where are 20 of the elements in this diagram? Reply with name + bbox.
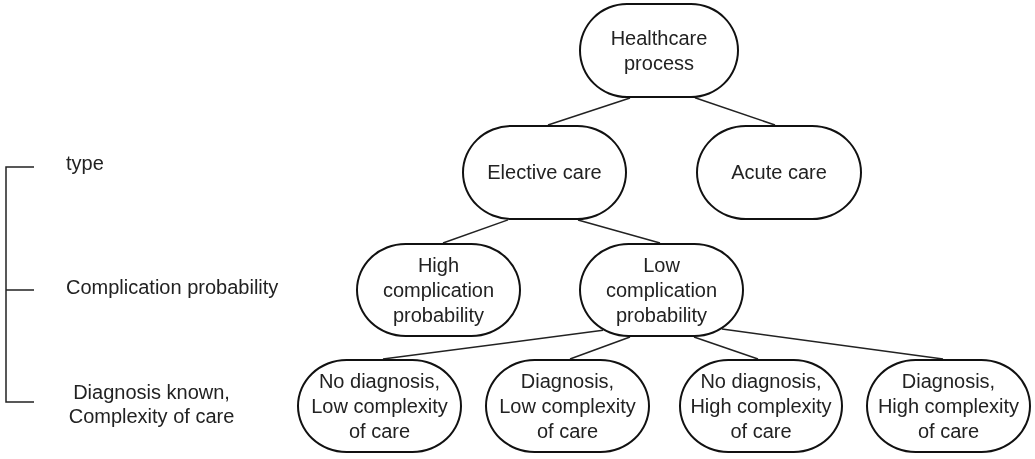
- node-text: Healthcare process: [609, 25, 709, 76]
- node-text: High complication probability: [381, 252, 496, 328]
- connector-line: [382, 329, 604, 360]
- level-label: type: [66, 151, 104, 175]
- node-text: Low complication probability: [604, 252, 719, 328]
- node-text: Acute care: [731, 160, 827, 185]
- connector-line: [693, 336, 759, 360]
- connector-line: [569, 336, 631, 360]
- connector-line: [547, 97, 631, 126]
- node-text: Diagnosis, High complexity of care: [876, 368, 1021, 444]
- connector-line: [577, 219, 661, 244]
- connector-line: [694, 97, 776, 126]
- level-label: Complication probability: [66, 275, 279, 299]
- connector-line: [442, 219, 509, 244]
- node-text: No diagnosis, High complexity of care: [689, 368, 833, 444]
- node-text: No diagnosis, Low complexity of care: [310, 368, 449, 444]
- connector-line: [721, 328, 944, 360]
- node-text: Elective care: [487, 160, 602, 185]
- node-text: Diagnosis, Low complexity of care: [498, 368, 637, 444]
- level-label: Diagnosis known, Complexity of care: [67, 380, 236, 428]
